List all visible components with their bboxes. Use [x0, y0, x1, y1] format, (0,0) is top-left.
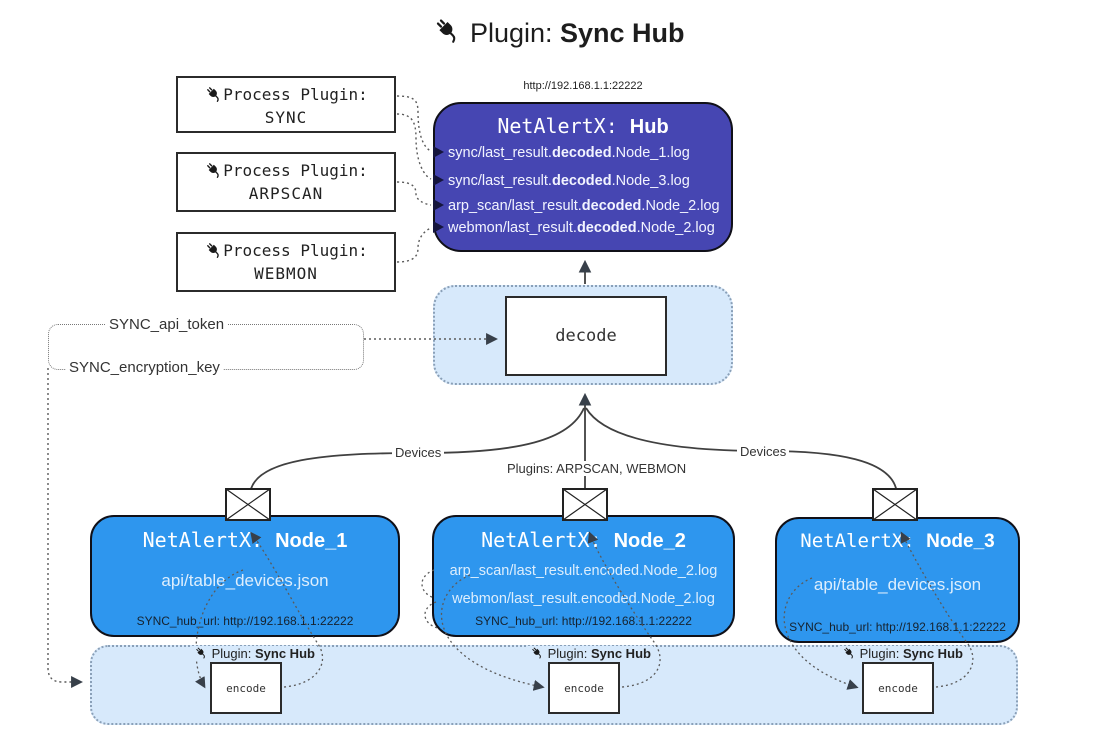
edge-label-devices-left: Devices	[392, 445, 445, 460]
process-plugin-label: Process Plugin:	[223, 85, 368, 104]
node-file-line: arp_scan/last_result.encoded.Node_2.log	[449, 563, 718, 579]
node-title: NetAlertX: Node_2	[481, 528, 686, 552]
plug-icon	[194, 646, 208, 660]
process-plugin-webmon: Process Plugin: WEBMON	[176, 232, 396, 292]
node-hub-url: SYNC_hub_url: http://192.168.1.1:22222	[136, 614, 354, 628]
node-title: NetAlertX: Node_3	[800, 530, 995, 552]
node-file-line: api/table_devices.json	[161, 571, 329, 590]
hub-url-label: http://192.168.1.1:22222	[523, 80, 643, 92]
sync-encryption-key-label: SYNC_encryption_key	[66, 359, 223, 376]
encode-box: encode	[548, 662, 620, 714]
plug-icon	[204, 85, 223, 104]
page-title: Plugin: Sync Hub	[0, 16, 1117, 49]
plug-icon	[432, 16, 462, 46]
process-plugin-name: SYNC	[264, 108, 308, 127]
hub-log-entry: arp_scan/last_result.decoded.Node_2.log	[448, 198, 720, 214]
node-file-line: webmon/last_result.encoded.Node_2.log	[452, 591, 715, 607]
title-prefix: Plugin:	[469, 18, 561, 48]
title-name: Sync Hub	[560, 18, 685, 48]
process-plugin-sync: Process Plugin: SYNC	[176, 76, 396, 133]
node-file-line: api/table_devices.json	[813, 575, 982, 594]
encode-box: encode	[862, 662, 934, 714]
hub-log-entry: sync/last_result.decoded.Node_1.log	[448, 145, 690, 161]
hub-box: NetAlertX: Hub sync/last_result.decoded.…	[433, 102, 733, 252]
node-2-box: NetAlertX: Node_2 arp_scan/last_result.e…	[432, 515, 735, 637]
process-plugin-label: Process Plugin:	[223, 161, 368, 180]
plugin-to-hub-links	[396, 95, 432, 263]
plug-icon	[530, 646, 544, 660]
edge-label-plugins: Plugins: ARPSCAN, WEBMON	[504, 461, 690, 476]
decode-label: decode	[555, 326, 617, 346]
process-plugin-label: Process Plugin:	[223, 241, 368, 260]
decode-box: decode	[505, 296, 667, 376]
node-hub-url: SYNC_hub_url: http://192.168.1.1:22222	[789, 620, 1006, 634]
hub-log-entry: webmon/last_result.decoded.Node_2.log	[448, 220, 715, 236]
encode-box: encode	[210, 662, 282, 714]
node-hub-url: SYNC_hub_url: http://192.168.1.1:22222	[475, 614, 692, 628]
plug-icon	[842, 646, 856, 660]
sync-api-token-label: SYNC_api_token	[106, 316, 228, 333]
process-plugin-name: WEBMON	[254, 264, 318, 283]
plug-icon	[204, 241, 223, 260]
edge-label-devices-right: Devices	[737, 444, 790, 459]
process-plugin-name: ARPSCAN	[248, 184, 324, 203]
hub-title-name: Hub	[629, 116, 669, 138]
encoder-label: Plugin: Sync Hub	[528, 646, 653, 661]
hub-title: NetAlertX: Hub	[435, 114, 731, 139]
hub-log-entry: sync/last_result.decoded.Node_3.log	[448, 173, 690, 189]
encoder-label: Plugin: Sync Hub	[840, 646, 965, 661]
hub-title-prefix: NetAlertX:	[497, 114, 630, 138]
process-plugin-arpscan: Process Plugin: ARPSCAN	[176, 152, 396, 212]
plug-icon	[204, 161, 223, 180]
node-3-box: NetAlertX: Node_3 api/table_devices.json…	[775, 517, 1020, 643]
node-1-box: NetAlertX: Node_1 api/table_devices.json…	[90, 515, 400, 637]
encoder-label: Plugin: Sync Hub	[192, 646, 317, 661]
node-title: NetAlertX: Node_1	[142, 528, 348, 552]
